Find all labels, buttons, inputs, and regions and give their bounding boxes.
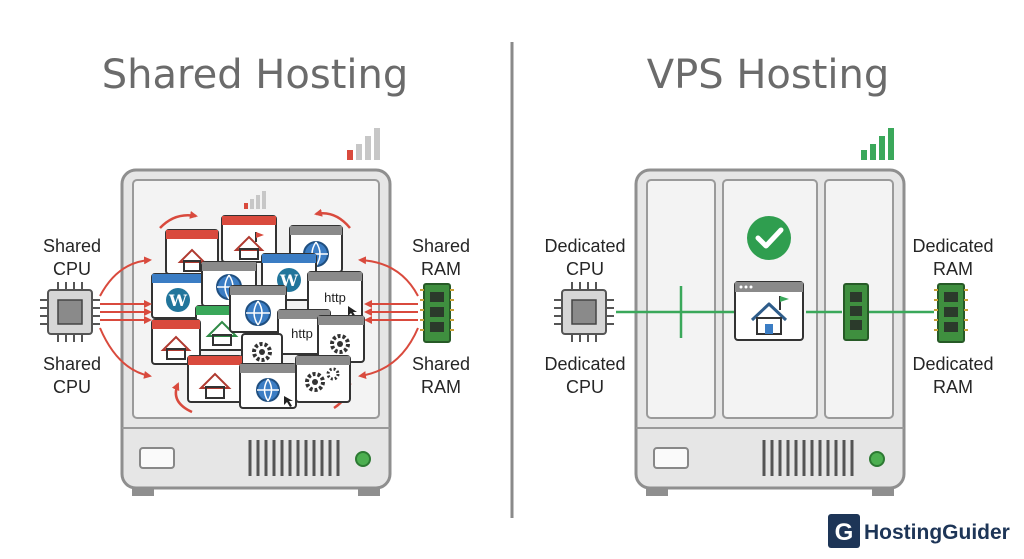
vps-ram-label-bottom-line2: RAM <box>933 377 973 397</box>
brand-logo-mark <box>828 514 860 548</box>
site-window-wordpress-1: W <box>151 273 205 319</box>
gear-icon <box>252 342 272 362</box>
vps-power-led <box>869 451 885 467</box>
vps-signal-bar-1 <box>861 150 867 160</box>
shared-ram-label-top-line2: RAM <box>421 259 461 279</box>
home-icon <box>750 296 789 335</box>
vps-signal-bar-3 <box>879 136 885 160</box>
gear-icon <box>305 372 325 392</box>
vps-cpu-label-bottom-line2: CPU <box>566 377 604 397</box>
shared-foot-left <box>132 488 154 496</box>
shared-foot-right <box>358 488 380 496</box>
shared-cpu-label-bottom-line1: Shared <box>43 354 101 374</box>
gear-icon <box>330 334 350 354</box>
site-window-globe-3 <box>229 285 287 333</box>
vps-dedicated-connection <box>616 286 934 338</box>
shared-cpu-label-bottom-line2: CPU <box>53 377 91 397</box>
cursor-icon <box>284 396 293 407</box>
vps-vent-grille <box>762 440 854 476</box>
site-window-home-2 <box>221 215 277 263</box>
shared-signal-bar-4 <box>374 128 380 160</box>
brand-name: HostingGuider <box>864 521 1010 544</box>
vps-cpu-chip-icon <box>554 282 614 342</box>
site-window-gears-3 <box>295 355 351 403</box>
vps-ram-stick-icon <box>934 283 968 343</box>
shared-title: Shared Hosting <box>102 52 408 98</box>
brand-logo-letter: G <box>835 519 854 546</box>
vps-signal-bar-2 <box>870 144 876 160</box>
shared-cpu-arrows <box>99 256 152 379</box>
shared-sites-cluster: W W http <box>151 215 365 409</box>
vps-foot-left <box>646 488 668 496</box>
wordpress-icon <box>166 288 190 312</box>
shared-cpu-chip-icon <box>40 282 100 342</box>
shared-signal-bar-1 <box>347 150 353 160</box>
site-window-home-5 <box>187 355 243 403</box>
shared-signal-bar-2 <box>356 144 362 160</box>
shared-contention-arrows <box>159 208 352 414</box>
vps-cpu-label-bottom-line1: Dedicated <box>544 354 625 374</box>
shared-ram-stick-icon <box>420 283 454 343</box>
site-window-home-4 <box>151 319 201 365</box>
vps-signal-bar-4 <box>888 128 894 160</box>
site-window-globe-4 <box>239 363 297 409</box>
site-window-gears-2 <box>241 333 283 369</box>
shared-cpu-label-top-line2: CPU <box>53 259 91 279</box>
vps-server <box>634 168 906 496</box>
shared-ram-label-bottom-line1: Shared <box>412 354 470 374</box>
vps-inner-ram-stick-icon <box>843 283 869 341</box>
shared-signal-bar-3 <box>365 136 371 160</box>
gear-icon <box>326 367 340 381</box>
shared-power-led <box>355 451 371 467</box>
vps-title: VPS Hosting <box>647 52 890 98</box>
vps-drive-slot <box>653 447 689 469</box>
vps-ram-label-top-line2: RAM <box>933 259 973 279</box>
shared-vent-grille <box>248 440 340 476</box>
vps-signal-bars-icon <box>861 128 894 160</box>
shared-ram-label-bottom-line2: RAM <box>421 377 461 397</box>
shared-ram-label-top-line1: Shared <box>412 236 470 256</box>
vps-ram-label-bottom-line1: Dedicated <box>912 354 993 374</box>
http-text-1: http <box>324 290 346 305</box>
shared-cpu-label-top-line1: Shared <box>43 236 101 256</box>
brand-logo: G HostingGuider <box>828 514 1010 548</box>
vps-check-icon <box>747 216 791 260</box>
svg-text:W: W <box>168 291 188 310</box>
site-window-http-1: http <box>307 271 363 319</box>
vps-site-window <box>734 281 804 341</box>
shared-ram-arrows <box>358 256 419 380</box>
vps-cpu-label-top-line1: Dedicated <box>544 236 625 256</box>
http-text-2: http <box>291 326 313 341</box>
shared-bay-signal-icon <box>244 191 266 209</box>
shared-drive-slot <box>139 447 175 469</box>
shared-signal-bars-icon <box>347 128 380 160</box>
vps-ram-label-top-line1: Dedicated <box>912 236 993 256</box>
vps-foot-right <box>872 488 894 496</box>
vps-cpu-label-top-line2: CPU <box>566 259 604 279</box>
